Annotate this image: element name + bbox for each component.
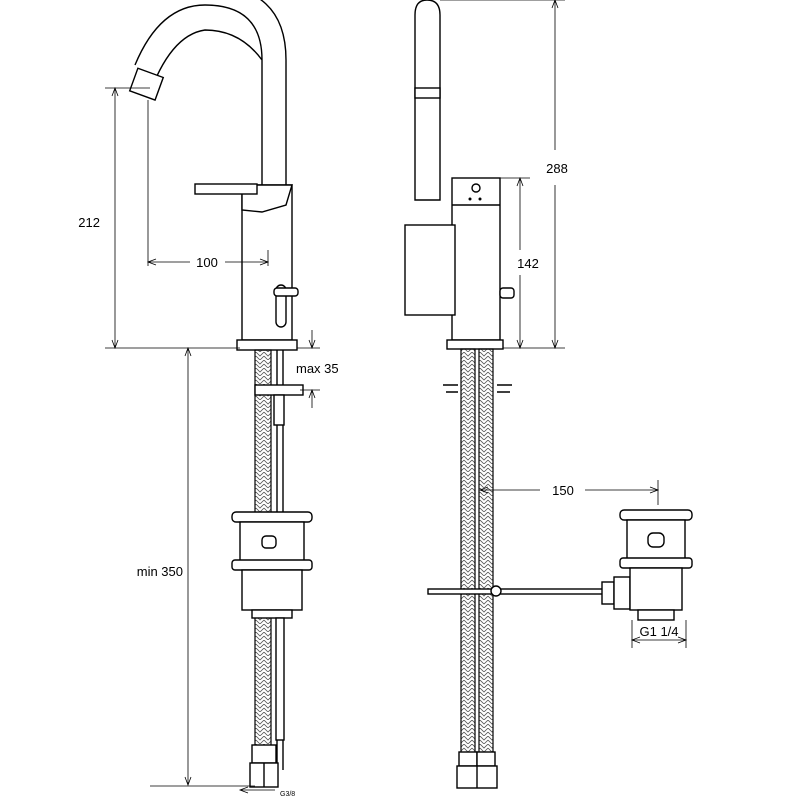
spout	[134, 0, 287, 185]
dim-g3-8: G3/8	[280, 791, 295, 798]
hose-nut	[251, 744, 277, 764]
dim-g1-1-4: G1 1/4	[639, 624, 678, 639]
popup-rod-horizontal	[427, 588, 609, 595]
dim-100: 100	[196, 255, 218, 270]
waste-cap-right	[619, 509, 693, 521]
dim-min-350: min 350	[137, 564, 183, 579]
faucet-body-front	[451, 177, 501, 341]
lever-front	[404, 224, 456, 316]
dim-212: 212	[78, 215, 100, 230]
fixing-bracket	[254, 384, 304, 396]
front-view-right	[404, 0, 693, 789]
dim-150: 150	[552, 483, 574, 498]
spout-nozzle	[128, 67, 165, 101]
lever-handle	[194, 183, 258, 195]
spout-front	[414, 0, 441, 201]
side-view-left	[128, 0, 313, 788]
dim-288: 288	[546, 161, 568, 176]
dim-max-35: max 35	[296, 361, 339, 376]
base-plate	[236, 339, 298, 351]
waste-lever-nut	[601, 581, 615, 605]
dim-142: 142	[517, 256, 539, 271]
dimension-lines	[105, 0, 688, 794]
base-plate-front	[446, 339, 504, 350]
waste-cap	[231, 511, 313, 523]
popup-rod-lower	[275, 617, 285, 741]
